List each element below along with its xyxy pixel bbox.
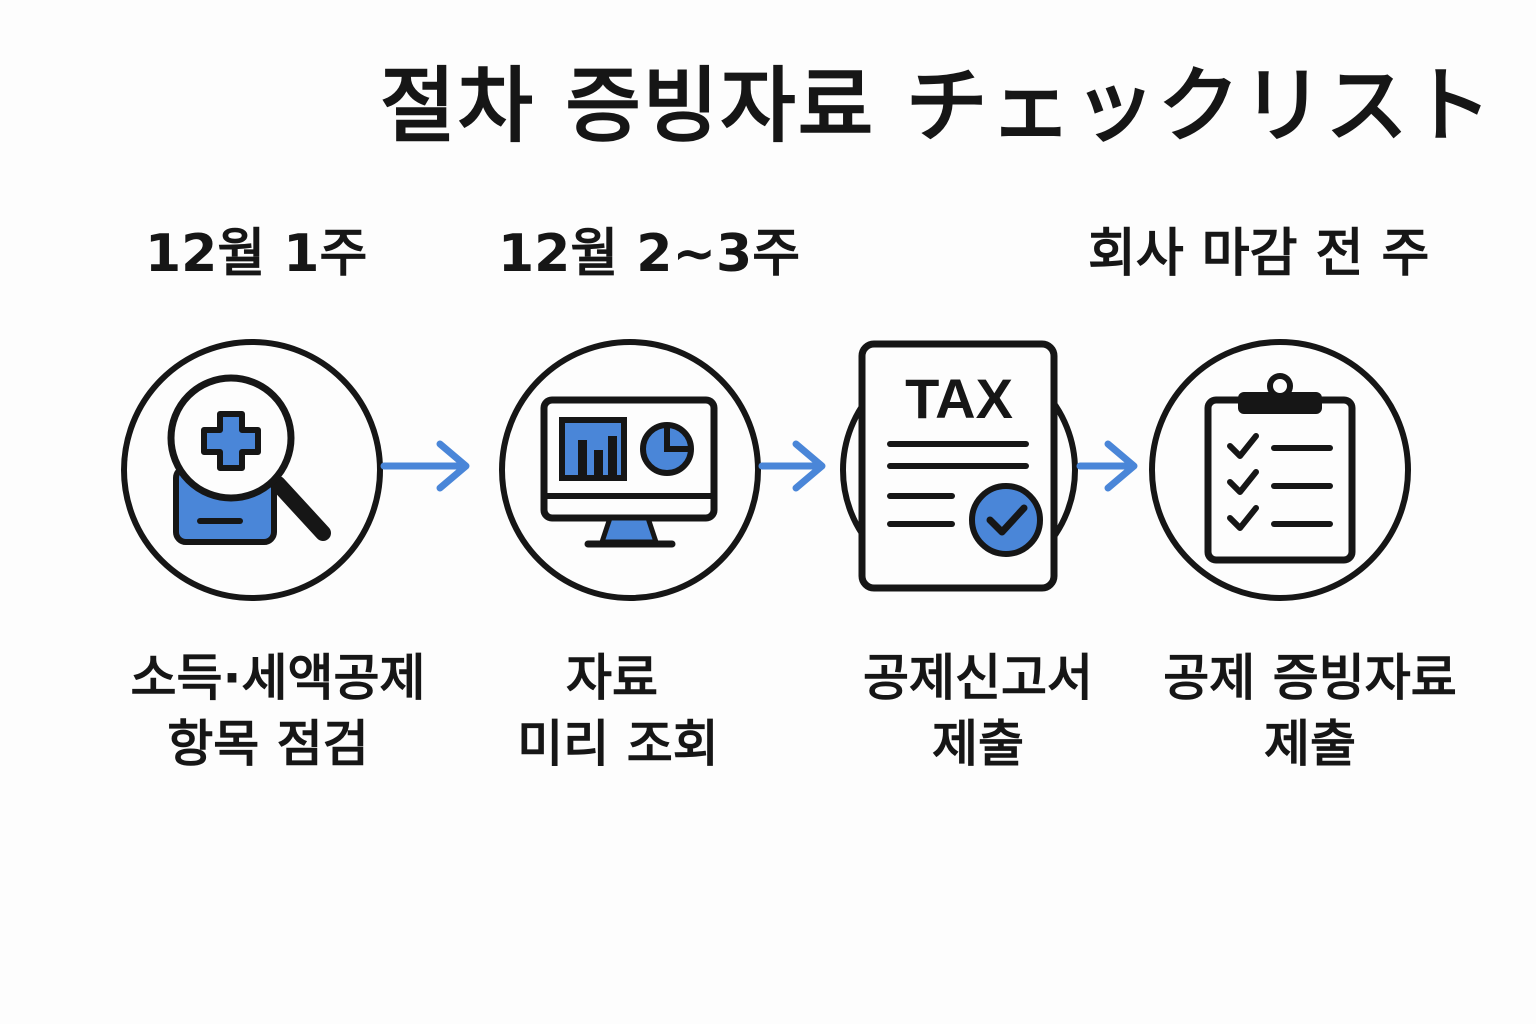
step-1-label-line1: 소득·세액공제 (130, 649, 426, 707)
step-1-label-line2: 항목 점검 (167, 715, 369, 773)
step-1-period: 12월 1주 (145, 224, 368, 284)
step-2-label-line2: 미리 조회 (517, 715, 719, 773)
arrow-right-icon (1076, 440, 1138, 492)
page-title: 절차 증빙자료 チェックリスト (380, 59, 1494, 154)
step-1-label: 소득·세액공제 항목 점검 (118, 645, 438, 777)
step-4-label: 공제 증빙자료 제출 (1160, 645, 1460, 777)
monitor-chart-icon (499, 339, 761, 601)
step-3-label-line1: 공제신고서 (863, 649, 1093, 707)
step-2-label-line1: 자료 (566, 649, 658, 707)
arrow-right-icon (380, 440, 470, 492)
step-3-label-line2: 제출 (932, 715, 1024, 773)
step-2-period: 12월 2~3주 (498, 224, 801, 284)
arrow-right-icon (758, 440, 826, 492)
tax-document-icon: TAX (840, 340, 1078, 592)
step-3-label: 공제신고서 제출 (858, 645, 1098, 777)
clipboard-checklist-icon (1149, 339, 1411, 601)
magnifier-plus-icon (121, 339, 383, 601)
step-4-period: 회사 마감 전 주 (1088, 224, 1430, 284)
step-4-label-line2: 제출 (1264, 715, 1356, 773)
step-2-label: 자료 미리 조회 (498, 645, 738, 777)
step-4-label-line1: 공제 증빙자료 (1163, 649, 1457, 707)
tax-text: TAX (905, 367, 1013, 430)
